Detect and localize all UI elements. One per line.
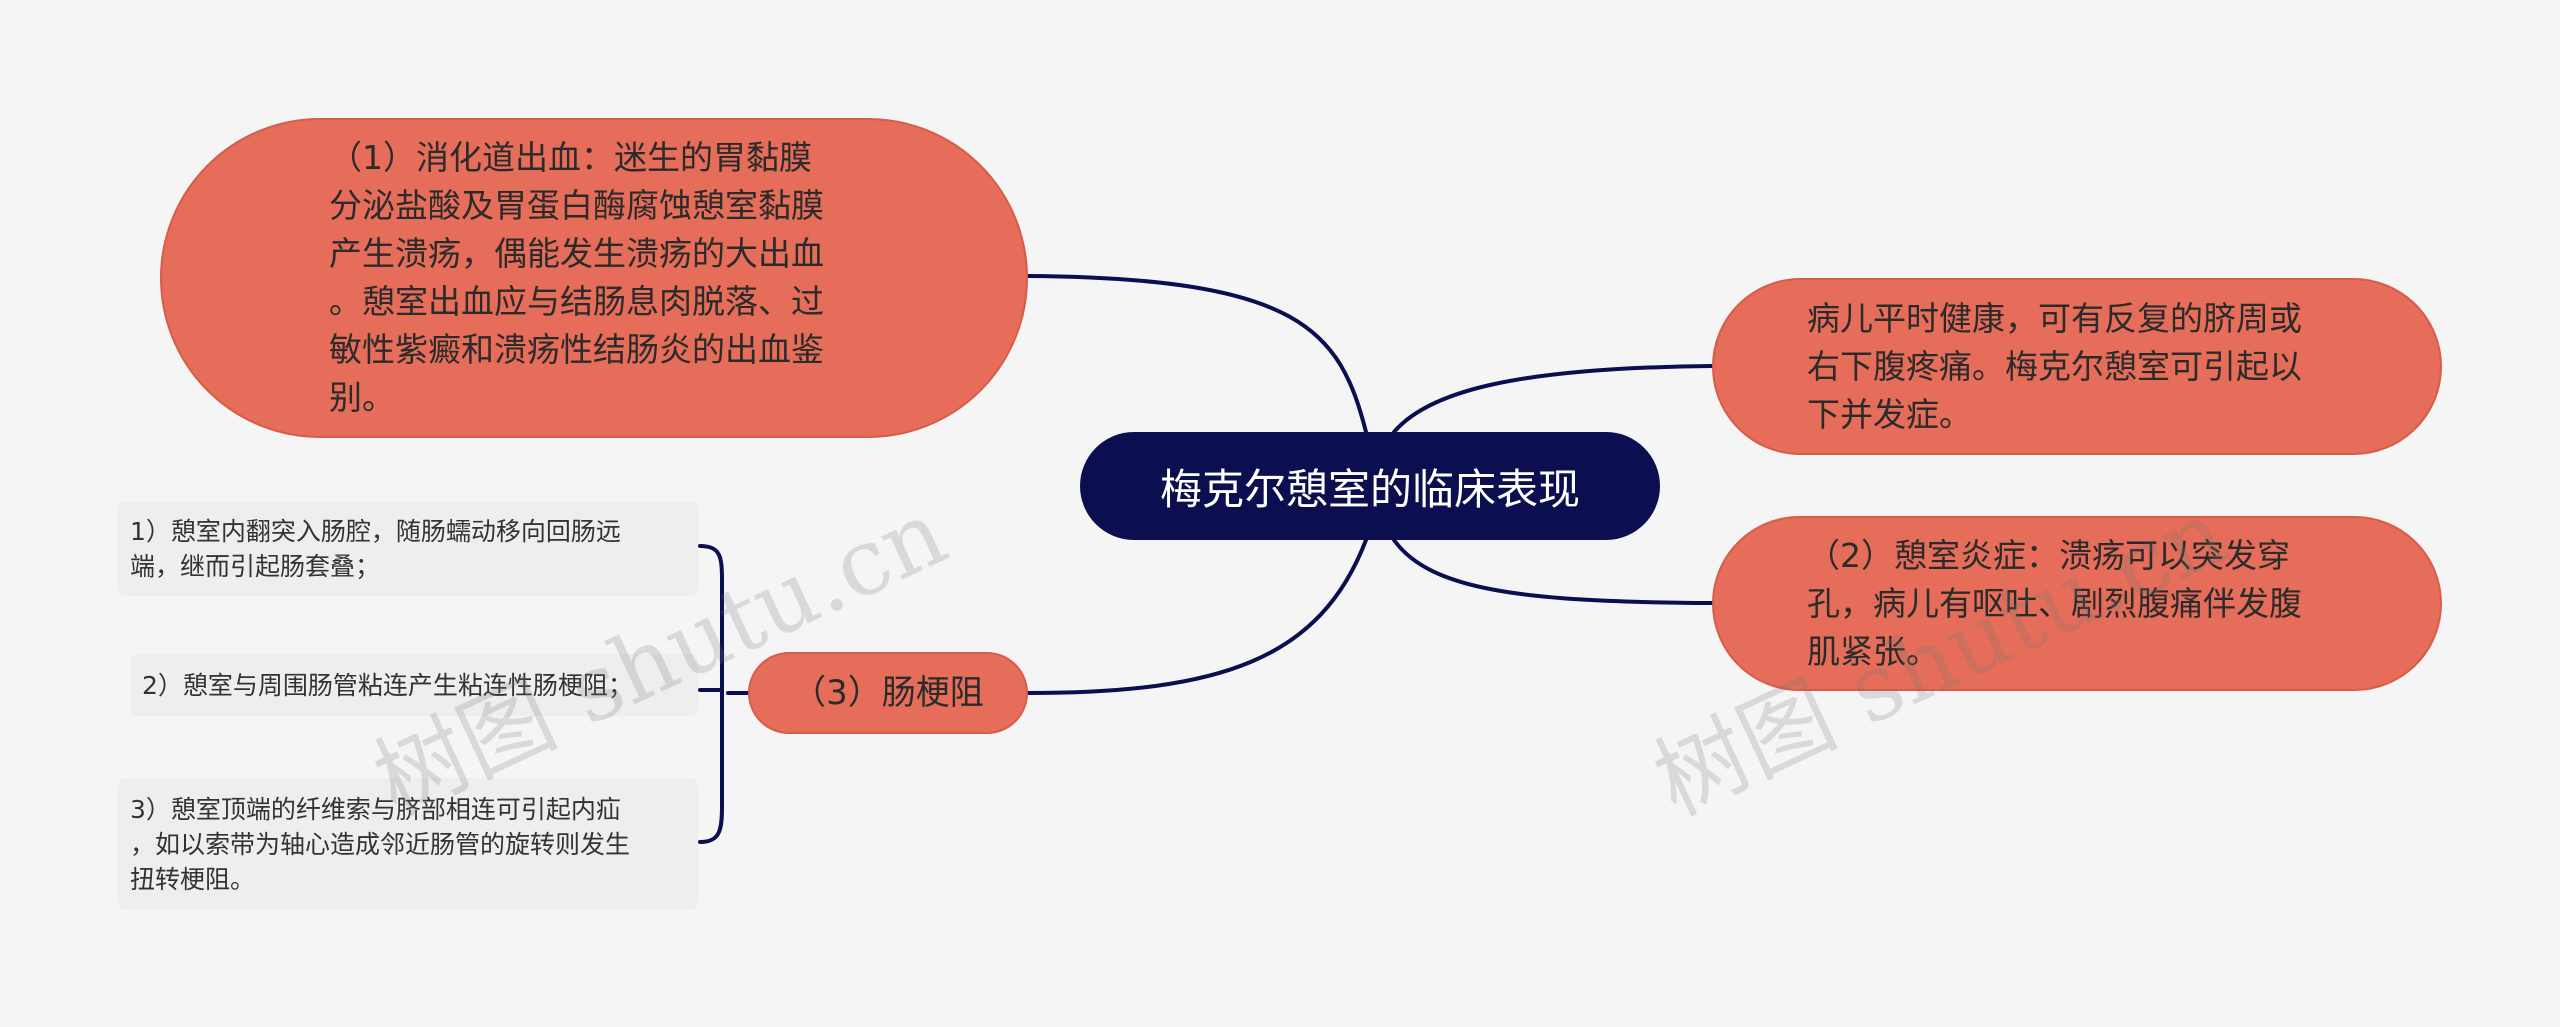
branch-obstruction-label: （3）肠梗阻: [792, 673, 984, 713]
central-topic-label: 梅克尔憩室的临床表现: [1159, 464, 1580, 514]
branch-bleeding-label: （1）消化道出血：迷生的胃黏膜 分泌盐酸及胃蛋白酶腐蚀憩室黏膜 产生溃疡，偶能发…: [329, 138, 824, 417]
branch-intro-label: 病儿平时健康，可有反复的脐周或 右下腹疼痛。梅克尔憩室可引起以 下并发症。: [1807, 298, 2302, 434]
obstruction-sub-2-label: 2）憩室与周围肠管粘连产生粘连性肠梗阻；: [142, 670, 633, 700]
obstruction-sub-1[interactable]: 1）憩室内翻突入肠腔，随肠蠕动移向回肠远 端，继而引起肠套叠；: [118, 502, 698, 596]
connector-center-intro: [1392, 364, 1714, 434]
obstruction-sub-2[interactable]: 2）憩室与周围肠管粘连产生粘连性肠梗阻；: [130, 654, 698, 716]
connector-center-inflammation: [1392, 538, 1714, 605]
branch-inflammation-label: （2）憩室炎症：溃疡可以突发穿 孔，病儿有呕吐、剧烈腹痛伴发腹 肌紧张。: [1807, 535, 2302, 671]
connector-bracket-sub1: [698, 544, 724, 844]
branch-obstruction[interactable]: （3）肠梗阻: [748, 652, 1028, 734]
connector-center-obstruction: [1026, 538, 1368, 695]
connector-center-bleeding: [1026, 274, 1368, 434]
branch-bleeding[interactable]: （1）消化道出血：迷生的胃黏膜 分泌盐酸及胃蛋白酶腐蚀憩室黏膜 产生溃疡，偶能发…: [160, 118, 1028, 438]
branch-intro[interactable]: 病儿平时健康，可有反复的脐周或 右下腹疼痛。梅克尔憩室可引起以 下并发症。: [1712, 278, 2442, 455]
central-topic[interactable]: 梅克尔憩室的临床表现: [1080, 432, 1660, 540]
obstruction-sub-1-label: 1）憩室内翻突入肠腔，随肠蠕动移向回肠远 端，继而引起肠套叠；: [130, 517, 621, 581]
obstruction-sub-3[interactable]: 3）憩室顶端的纤维索与脐部相连可引起内疝 ，如以索带为轴心造成邻近肠管的旋转则发…: [118, 778, 698, 910]
obstruction-sub-3-label: 3）憩室顶端的纤维索与脐部相连可引起内疝 ，如以索带为轴心造成邻近肠管的旋转则发…: [130, 794, 631, 894]
branch-inflammation[interactable]: （2）憩室炎症：溃疡可以突发穿 孔，病儿有呕吐、剧烈腹痛伴发腹 肌紧张。: [1712, 516, 2442, 691]
